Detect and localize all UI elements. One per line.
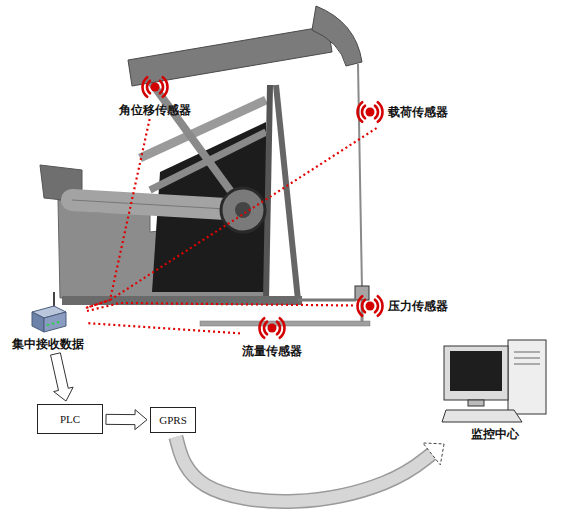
dotted-signal-line — [86, 303, 353, 311]
status-light — [47, 324, 49, 326]
node-label: 压力传感器 — [388, 299, 448, 313]
signal-wave — [362, 300, 365, 313]
horse-head — [312, 6, 362, 66]
walking-beam — [128, 26, 332, 86]
keyboard — [442, 410, 522, 422]
sensor-node: 流量传感器 — [242, 313, 302, 358]
node-label: 集中接收数据 — [12, 337, 84, 351]
receiver-icon — [26, 290, 70, 336]
crank-arm-edge — [72, 200, 243, 210]
drive-bay — [514, 358, 540, 359]
node-label: 角位移传感器 — [119, 103, 191, 117]
pc-tower — [508, 340, 546, 414]
sensor-node: 载荷传感器 — [355, 97, 448, 127]
samson-post — [266, 85, 270, 300]
signal-wave — [375, 300, 378, 313]
receiver-side — [32, 312, 44, 332]
polished-rod — [358, 64, 362, 290]
receiver-node: 集中接收数据 — [12, 290, 84, 351]
sensor-node: 角位移传感器 — [119, 72, 191, 117]
signal-wave — [260, 318, 265, 338]
monitor-node: 监控中心 — [440, 338, 550, 441]
hollow-arrow — [106, 410, 147, 430]
node-label: 流量传感器 — [242, 344, 302, 358]
node-label: 监控中心 — [471, 427, 519, 441]
node-label: GPRS — [159, 413, 187, 427]
wireless-sensor-icon — [140, 72, 170, 102]
drive-bay — [514, 352, 540, 353]
signal-link — [86, 323, 240, 333]
receiver-front — [44, 312, 66, 332]
node-label: 载荷传感器 — [388, 105, 448, 119]
signal-wave — [160, 81, 163, 94]
signal-wave — [362, 106, 365, 119]
sensor-dot — [366, 108, 375, 117]
signal-wave — [375, 106, 378, 119]
node-label: PLC — [60, 412, 80, 426]
flow-arrow — [176, 437, 444, 502]
signal-link — [86, 128, 377, 308]
signal-wave — [358, 296, 363, 316]
wireless-sensor-icon — [355, 97, 385, 127]
crank-arm — [72, 200, 243, 210]
signal-link — [86, 303, 353, 311]
signal-wave — [163, 77, 168, 97]
monitor-stand — [468, 400, 484, 406]
signal-wave — [358, 102, 363, 122]
flow-arrow — [106, 410, 147, 430]
status-light — [52, 322, 54, 324]
signal-wave — [378, 296, 383, 316]
samson-post — [276, 85, 298, 300]
drive-bay — [514, 364, 540, 365]
sensor-node: 压力传感器 — [355, 291, 448, 321]
sensor-dot — [151, 83, 160, 92]
transmission-band — [176, 437, 432, 502]
pitman-arm — [148, 78, 243, 208]
screen — [450, 351, 502, 391]
sensor-dot — [268, 324, 277, 333]
dotted-signal-line — [86, 128, 377, 308]
signal-wave — [143, 77, 148, 97]
signal-wave — [147, 81, 150, 94]
skid-extension — [298, 299, 356, 302]
computer-icon — [440, 338, 550, 426]
arrow-head — [423, 443, 444, 465]
process-box: GPRS — [150, 407, 196, 433]
transmission-band-edge — [176, 437, 432, 502]
sensor-dot — [366, 302, 375, 311]
crank-hub — [221, 188, 265, 232]
wireless-sensor-icon — [355, 291, 385, 321]
signal-wave — [280, 318, 285, 338]
flow-arrow — [51, 353, 74, 401]
signal-wave — [277, 322, 280, 335]
hollow-arrow — [51, 353, 74, 401]
dotted-signal-line — [86, 323, 240, 333]
process-box: PLC — [37, 404, 103, 434]
signal-wave — [378, 102, 383, 122]
wireless-sensor-icon — [257, 313, 287, 343]
status-light — [57, 321, 59, 323]
signal-wave — [264, 322, 267, 335]
monitor — [444, 346, 508, 400]
